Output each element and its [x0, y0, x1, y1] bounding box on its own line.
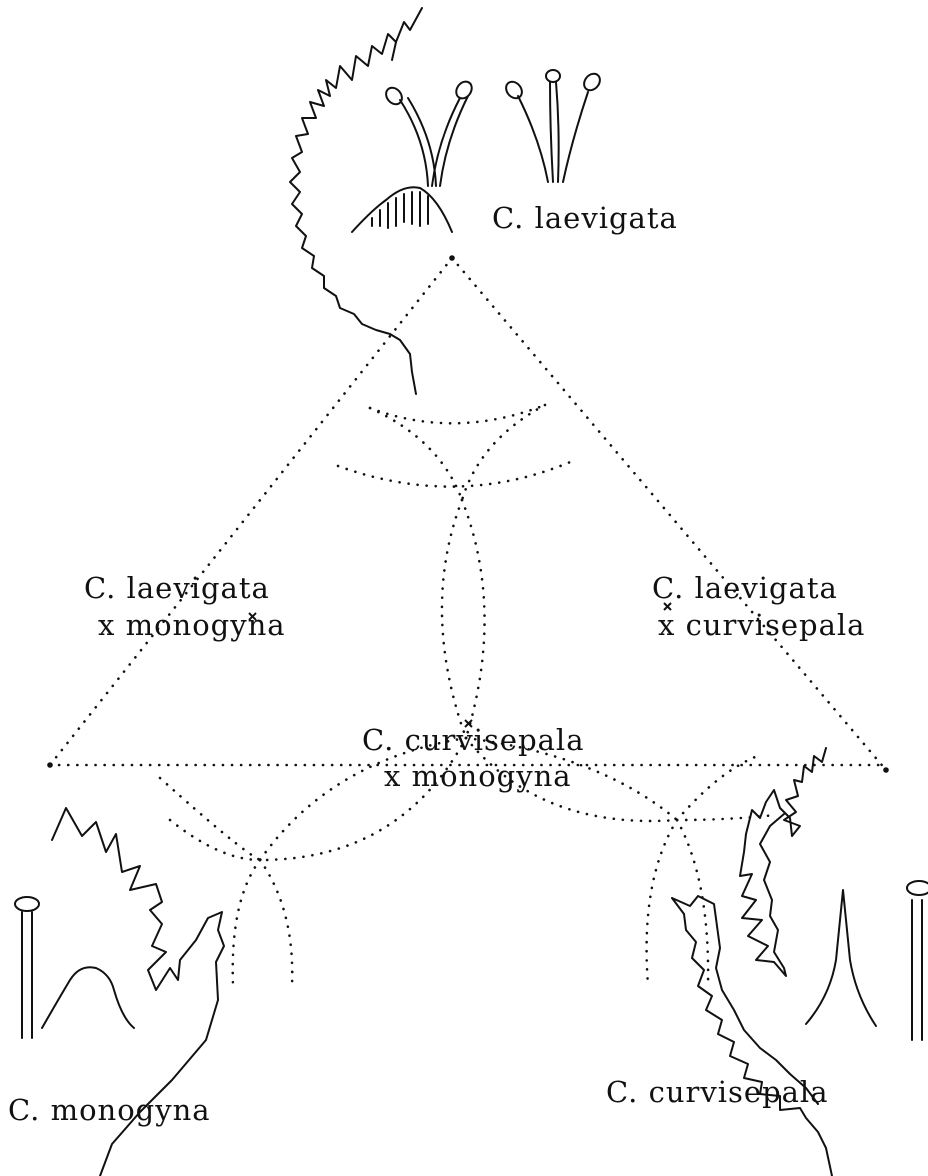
stigma-head — [546, 70, 560, 82]
arc-right-down-1 — [647, 820, 677, 985]
arc-top-right-swoop — [462, 405, 545, 500]
curvisepala-upper-leaf-outline — [740, 748, 826, 976]
label-hybrid-curvisepala-monogyna-line1: C. curvisepala — [362, 726, 585, 755]
arc-top-inner — [338, 460, 575, 487]
laevigata-styles-3 — [503, 70, 603, 182]
arc-top-left-swoop — [370, 408, 462, 500]
markers — [47, 255, 889, 773]
sepal-hatching — [372, 192, 428, 228]
arc-left-down-1 — [233, 860, 260, 985]
triangle-edges — [50, 258, 886, 770]
arc-right-outer — [677, 755, 760, 820]
style-stalk — [550, 82, 553, 182]
stigma-head — [453, 79, 475, 102]
label-hybrid-laevigata-monogyna-line2: x monogyna — [98, 611, 286, 640]
arc-left-down-2 — [260, 860, 292, 985]
curvisepala-style-illustration — [907, 881, 928, 1040]
label-hybrid-laevigata-curvisepala-line1: C. laevigata — [652, 574, 838, 603]
stigma-head — [907, 881, 928, 895]
stigma-head — [581, 71, 603, 94]
zone-arcs — [160, 405, 775, 985]
arc-left-outer — [160, 778, 260, 860]
label-laevigata: C. laevigata — [492, 204, 678, 233]
sepal-outline — [352, 187, 452, 232]
curvisepala-upper-leaf-illustration — [740, 748, 826, 976]
laevigata-leaf-illustration — [290, 8, 422, 394]
monogyna-style-illustration — [15, 897, 39, 1038]
style-stalk — [432, 98, 460, 186]
laevigata-styles-2 — [383, 79, 475, 186]
laevigata-leaf-lobe-top — [392, 42, 396, 60]
style-stalk — [563, 92, 588, 182]
style-stalk — [556, 82, 559, 182]
vertex-laevigata-dot — [449, 255, 455, 261]
label-hybrid-curvisepala-monogyna-line2: x monogyna — [384, 762, 572, 791]
style-stalk — [400, 100, 428, 186]
lens-center-left — [442, 500, 466, 738]
label-curvisepala: C. curvisepala — [606, 1078, 829, 1107]
curvisepala-sepal-illustration — [806, 890, 876, 1026]
style-stalk — [408, 98, 436, 186]
stigma-head — [15, 897, 39, 911]
lens-center-right — [462, 500, 485, 738]
label-hybrid-laevigata-monogyna-line1: C. laevigata — [84, 574, 270, 603]
sepal-outline — [806, 890, 876, 1026]
edge-laevigata-to-curvisepala — [452, 258, 886, 770]
style-stalk — [518, 96, 548, 182]
monogyna-sepal-illustration — [42, 967, 134, 1028]
sepal-outline — [42, 967, 134, 1028]
label-monogyna: C. monogyna — [8, 1096, 211, 1125]
laevigata-sepal — [352, 187, 452, 232]
laevigata-leaf-outline — [290, 8, 422, 394]
vertex-monogyna-dot — [47, 762, 53, 768]
label-hybrid-laevigata-curvisepala-line2: x curvisepala — [658, 611, 865, 640]
vertex-curvisepala-dot — [883, 767, 889, 773]
arc-top-outer — [370, 405, 545, 423]
stigma-head — [503, 79, 525, 102]
